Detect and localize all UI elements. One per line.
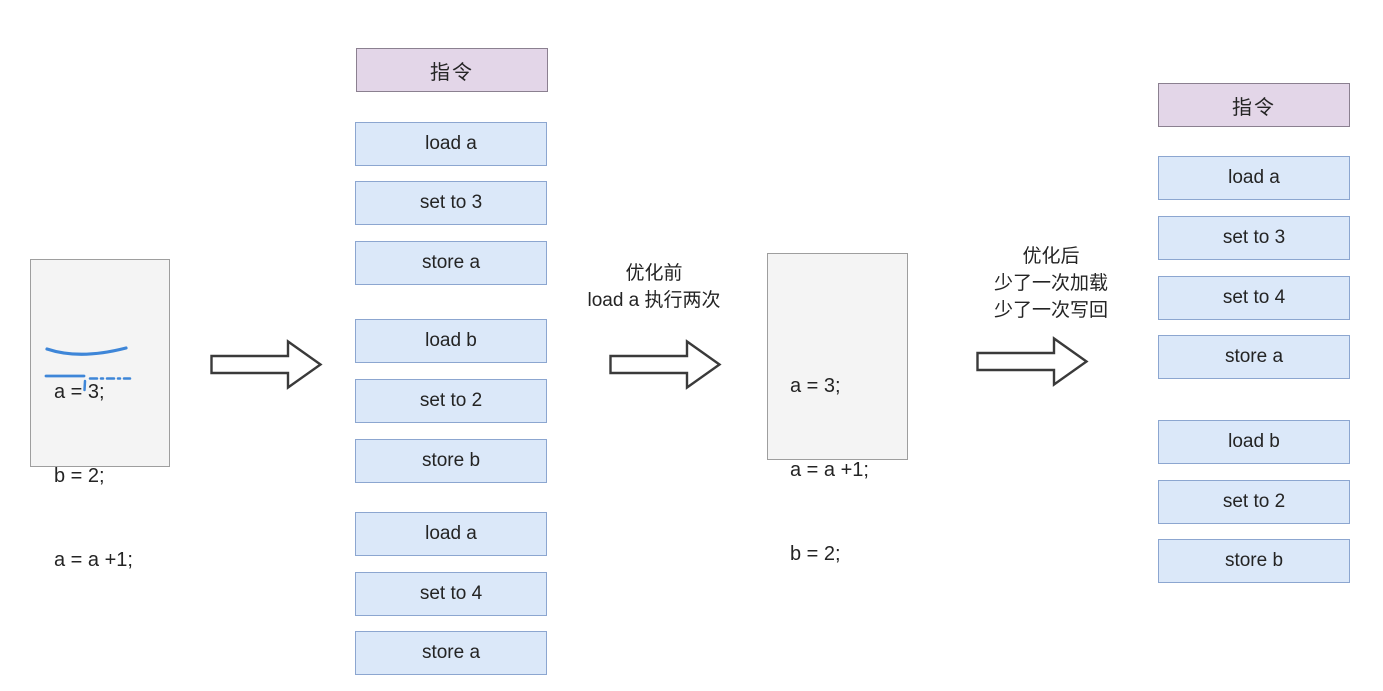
label-line: 少了一次加载 <box>993 273 1108 294</box>
instruction-box: set to 4 <box>1158 276 1350 320</box>
instruction-box: set to 3 <box>355 181 547 225</box>
after-column-header: 指令 <box>1158 83 1350 127</box>
instruction-box: set to 3 <box>1158 216 1350 260</box>
label-line: load a 执行两次 <box>587 290 721 311</box>
optimized-code-box: a = 3; a = a +1; b = 2; <box>767 253 908 565</box>
arrow-outline <box>609 339 722 390</box>
instruction-box: store a <box>355 241 547 285</box>
source-code-box: a = 3; b = 2; a = a +1; <box>30 259 170 571</box>
arrow-outline <box>210 339 323 390</box>
before-arrow-label: 优化前 load a 执行两次 <box>548 260 760 314</box>
instruction-box: load a <box>355 122 547 166</box>
instruction-box: set to 2 <box>355 379 547 423</box>
instruction-box: load a <box>355 512 547 556</box>
instruction-box: store a <box>1158 335 1350 379</box>
arrow-outline <box>976 336 1089 387</box>
label-line: 少了一次写回 <box>993 300 1108 321</box>
code-line: a = 3; <box>54 381 105 403</box>
code-line: a = 3; <box>790 375 841 397</box>
instruction-box: load a <box>1158 156 1350 200</box>
code-line: b = 2; <box>54 465 105 487</box>
instruction-box: load b <box>355 319 547 363</box>
instruction-box: store b <box>1158 539 1350 583</box>
instruction-box: store b <box>355 439 547 483</box>
label-line: 优化后 <box>1022 246 1080 267</box>
right-arrow-icon <box>976 336 1089 387</box>
label-line: 优化前 <box>625 263 683 284</box>
instruction-box: store a <box>355 631 547 675</box>
source-code-text: a = 3; b = 2; a = a +1; <box>54 322 133 630</box>
right-arrow-icon <box>609 339 722 390</box>
before-column-header: 指令 <box>356 48 548 92</box>
after-arrow-label: 优化后 少了一次加载 少了一次写回 <box>945 243 1157 324</box>
code-line: a = a +1; <box>790 459 869 481</box>
right-arrow-icon <box>210 339 323 390</box>
instruction-box: set to 2 <box>1158 480 1350 524</box>
instruction-box: set to 4 <box>355 572 547 616</box>
instruction-box: load b <box>1158 420 1350 464</box>
code-line: b = 2; <box>790 543 841 565</box>
code-line: a = a +1; <box>54 549 133 571</box>
optimized-code-text: a = 3; a = a +1; b = 2; <box>790 316 869 624</box>
